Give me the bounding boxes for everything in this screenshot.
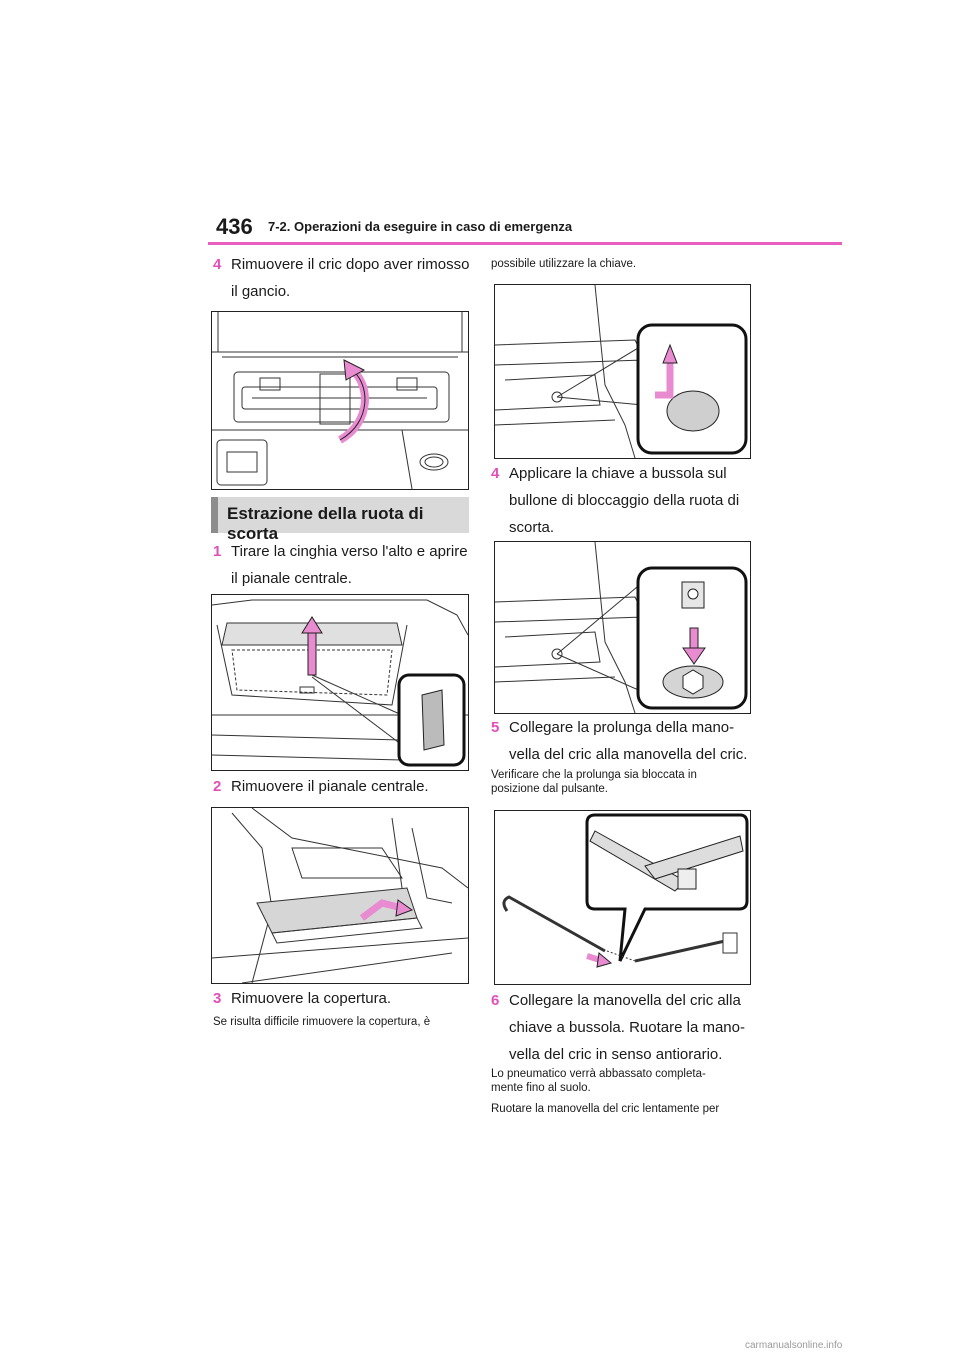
step-number: 1: [213, 543, 222, 560]
step-text-line: chiave a bussola. Ruotare la mano-: [509, 1019, 745, 1036]
figure-spare-wheel-cover: [494, 284, 751, 459]
section-title: 7-2. Operazioni da eseguire in caso di e…: [268, 219, 573, 234]
note-use-key: possibile utilizzare la chiave.: [491, 258, 637, 270]
step-text-line: Tirare la cinghia verso l'alto e aprire: [231, 543, 468, 560]
step-text-line: bullone di bloccaggio della ruota di: [509, 492, 740, 509]
step-5-connect-extension: 5 Collegare la prolunga della mano- vell…: [491, 714, 781, 768]
callout-zoom-icon: [636, 323, 748, 455]
step-number: 5: [491, 719, 500, 736]
step-4-apply-socket-key: 4 Applicare la chiave a bussola sul bull…: [491, 460, 781, 541]
header-divider: [208, 242, 842, 245]
heading-text: Estrazione della ruota di scorta: [227, 504, 424, 543]
pink-arrow-icon: [337, 359, 369, 444]
note-line: Lo pneumatico verrà abbassato completa-: [491, 1068, 706, 1080]
step-4-remove-jack: 4 Rimuovere il cric dopo aver rimosso il…: [213, 251, 483, 305]
step-text-line: il pianale centrale.: [231, 570, 352, 587]
note-line: Verificare che la prolunga sia bloccata …: [491, 769, 697, 781]
step-text-line: Collegare la prolunga della mano-: [509, 719, 735, 736]
figure-remove-deck-board: [211, 807, 469, 984]
figure-socket-key-on-bolt: [494, 541, 751, 714]
step-text-line: il gancio.: [231, 283, 291, 300]
step-number: 4: [213, 256, 222, 273]
callout-zoom-icon: [585, 813, 749, 962]
note-line: mente fino al suolo.: [491, 1082, 591, 1094]
step-text-line: Applicare la chiave a bussola sul: [509, 465, 727, 482]
figure-jack-removal: [211, 311, 469, 490]
pink-arrow-icon: [682, 627, 706, 665]
note-cover-difficult: Se risulta difficile rimuovere la copert…: [213, 1016, 431, 1028]
step-text-line: vella del cric in senso antiorario.: [509, 1046, 723, 1063]
page-number: 436: [216, 214, 253, 239]
step-6-connect-handle: 6 Collegare la manovella del cric alla c…: [491, 987, 781, 1068]
step-text-line: scorta.: [509, 519, 555, 536]
step-text-line: Rimuovere il pianale centrale.: [231, 778, 429, 795]
figure-open-deck-board: [211, 594, 469, 771]
step-number: 3: [213, 990, 222, 1007]
step-text-line: Collegare la manovella del cric alla: [509, 992, 741, 1009]
note-extension-locked: Verificare che la prolunga sia bloccata …: [491, 768, 771, 796]
note-rotate-slowly: Ruotare la manovella del cric lentamente…: [491, 1103, 720, 1115]
step-text-line: Rimuovere la copertura.: [231, 990, 392, 1007]
note-line: posizione dal pulsante.: [491, 783, 608, 795]
step-text-line: vella del cric alla manovella del cric.: [509, 746, 748, 763]
pink-arrow-icon: [586, 952, 613, 968]
section-heading-spare-wheel: Estrazione della ruota di scorta: [211, 497, 469, 543]
pink-arrow-icon: [655, 343, 678, 399]
pink-arrow-icon: [301, 616, 323, 676]
step-3-remove-cover: 3 Rimuovere la copertura.: [213, 985, 483, 1012]
step-2-remove-deck: 2 Rimuovere il pianale centrale.: [213, 773, 483, 800]
figure-jack-handle-extension: [494, 810, 751, 985]
step-text-line: Rimuovere il cric dopo aver rimosso: [231, 256, 470, 273]
step-number: 2: [213, 778, 222, 795]
pink-arrow-icon: [359, 899, 414, 921]
callout-zoom-icon: [397, 673, 466, 767]
step-number: 4: [491, 465, 500, 482]
step-1-pull-strap: 1 Tirare la cinghia verso l'alto e aprir…: [213, 538, 483, 592]
heading-accent: [211, 497, 218, 533]
footer-watermark: carmanualsonline.info: [745, 1340, 843, 1351]
step-number: 6: [491, 992, 500, 1009]
note-tire-lowered: Lo pneumatico verrà abbassato completa- …: [491, 1067, 771, 1095]
